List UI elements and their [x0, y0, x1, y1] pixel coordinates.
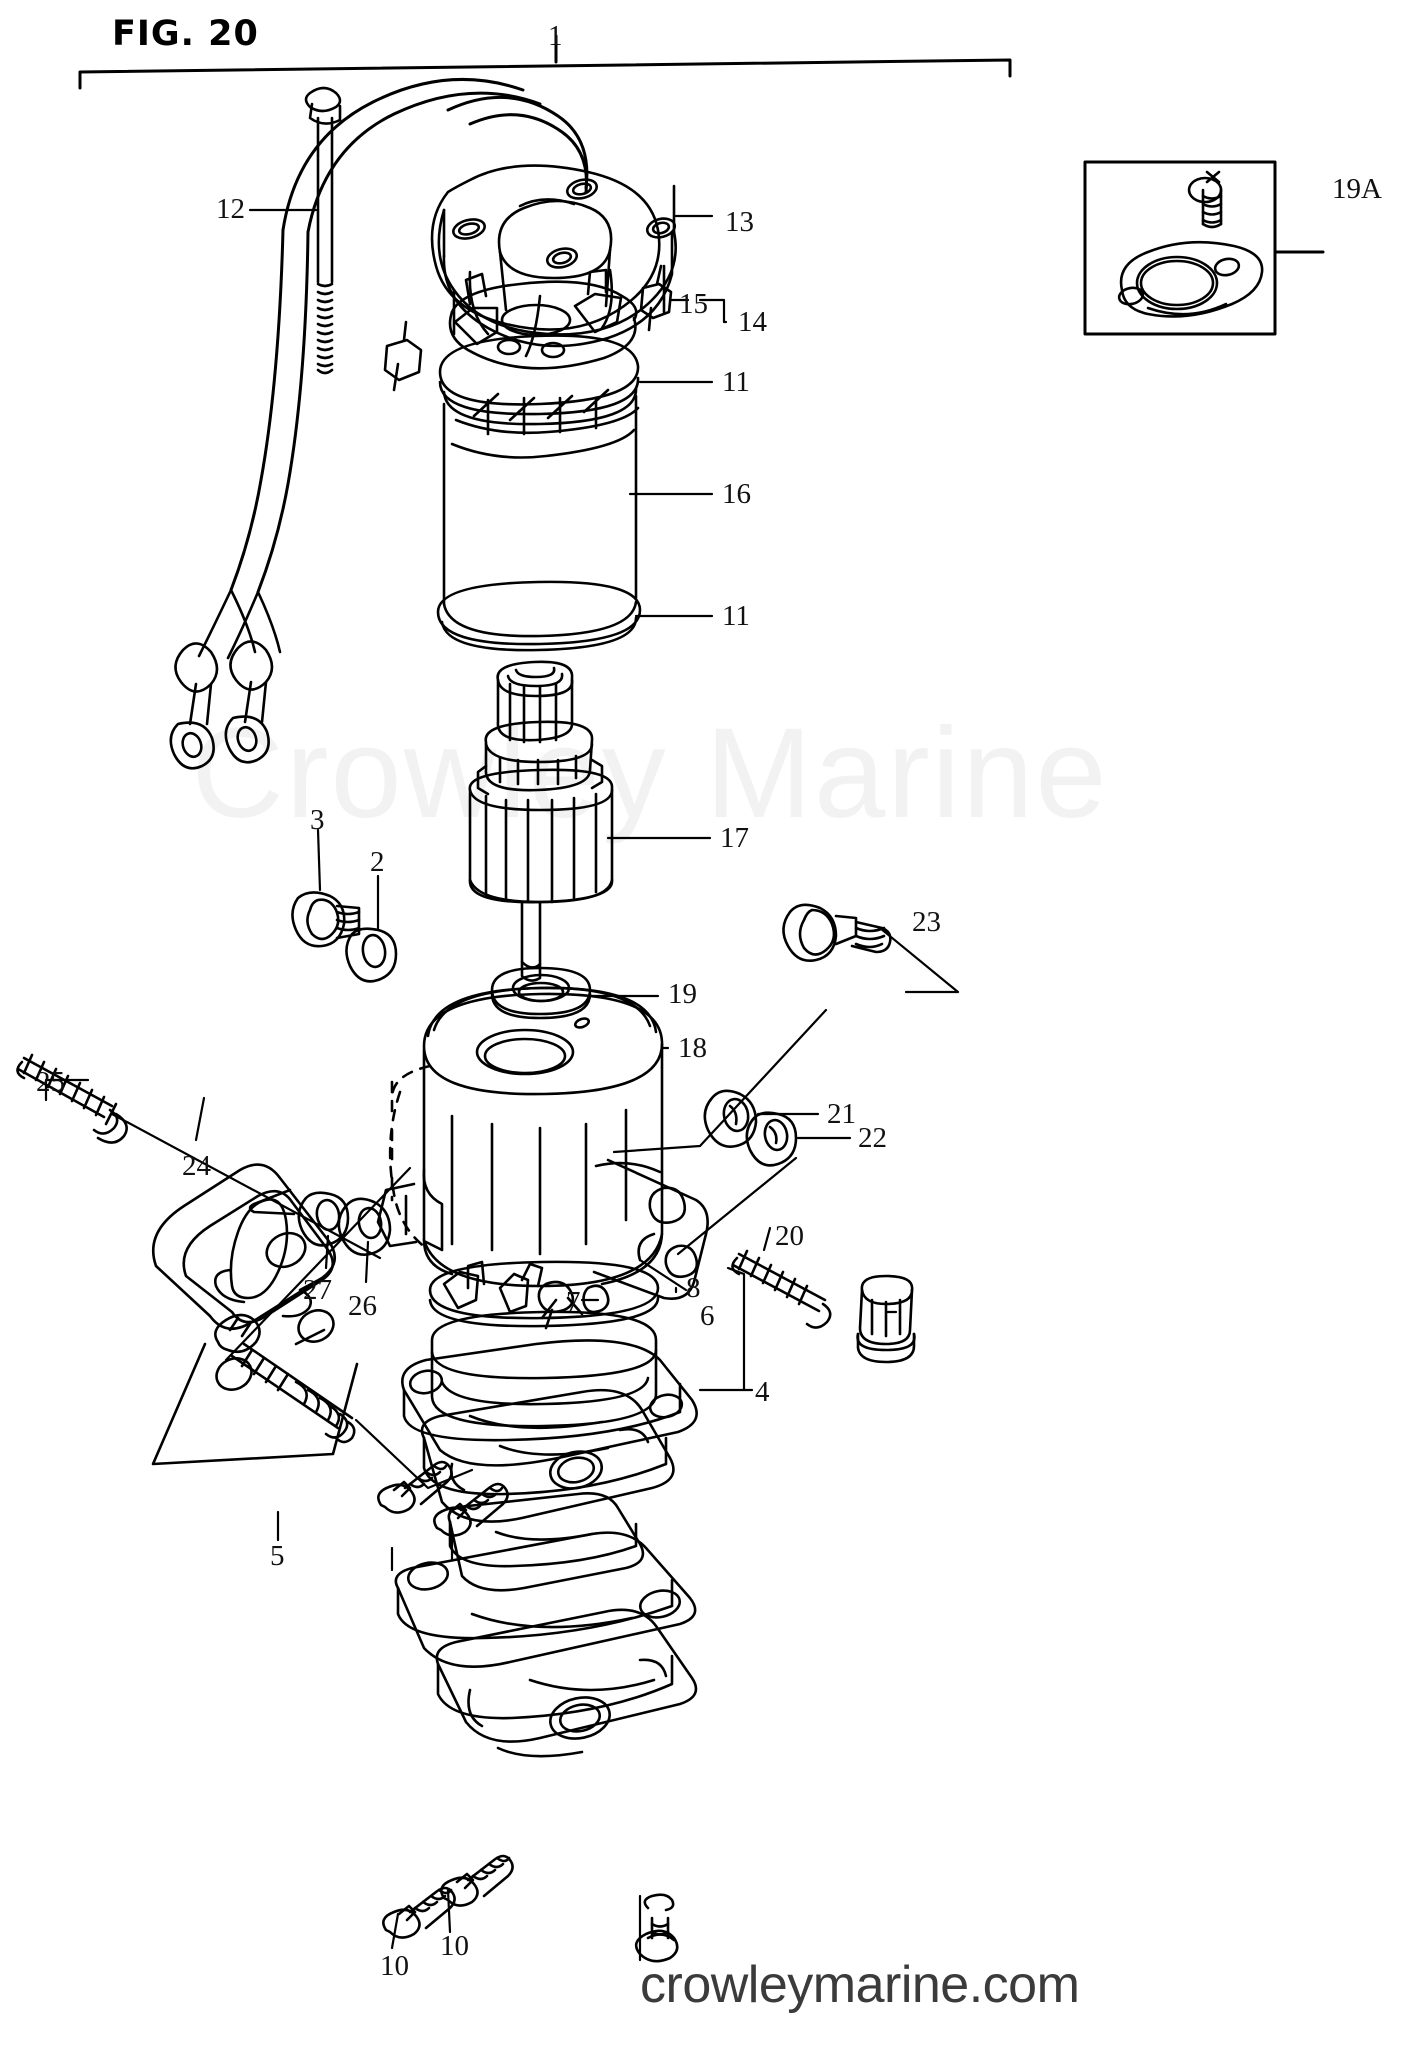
- figure-title: FIG. 20: [112, 14, 259, 54]
- callout-15: 15: [679, 288, 708, 320]
- callout-7: 7: [566, 1286, 581, 1318]
- callout-4: 4: [755, 1376, 770, 1408]
- callout-10-left: 10: [380, 1950, 409, 1982]
- callout-25: 25: [36, 1066, 65, 1098]
- callout-10-right: 10: [440, 1930, 469, 1962]
- callout-24: 24: [182, 1150, 211, 1182]
- callout-1: 1: [548, 20, 563, 52]
- callout-11-lower: 11: [722, 600, 750, 632]
- callout-12: 12: [216, 193, 245, 225]
- callout-20: 20: [775, 1220, 804, 1252]
- callout-26: 26: [348, 1290, 377, 1322]
- callout-23: 23: [912, 906, 941, 938]
- callout-22: 22: [858, 1122, 887, 1154]
- callout-3: 3: [310, 804, 325, 836]
- callout-18: 18: [678, 1032, 707, 1064]
- callout-5: 5: [270, 1540, 285, 1572]
- callout-21: 21: [827, 1098, 856, 1130]
- callout-19: 19: [668, 978, 697, 1010]
- callout-6: 6: [700, 1300, 715, 1332]
- callout-2: 2: [370, 846, 385, 878]
- callout-16: 16: [722, 478, 751, 510]
- callout-27: 27: [303, 1274, 332, 1306]
- callout-11-upper: 11: [722, 366, 750, 398]
- callout-17: 17: [720, 822, 749, 854]
- callout-13: 13: [725, 206, 754, 238]
- callout-8: 8: [686, 1272, 701, 1304]
- callout-14: 14: [738, 306, 767, 338]
- callout-19a: 19A: [1332, 173, 1382, 205]
